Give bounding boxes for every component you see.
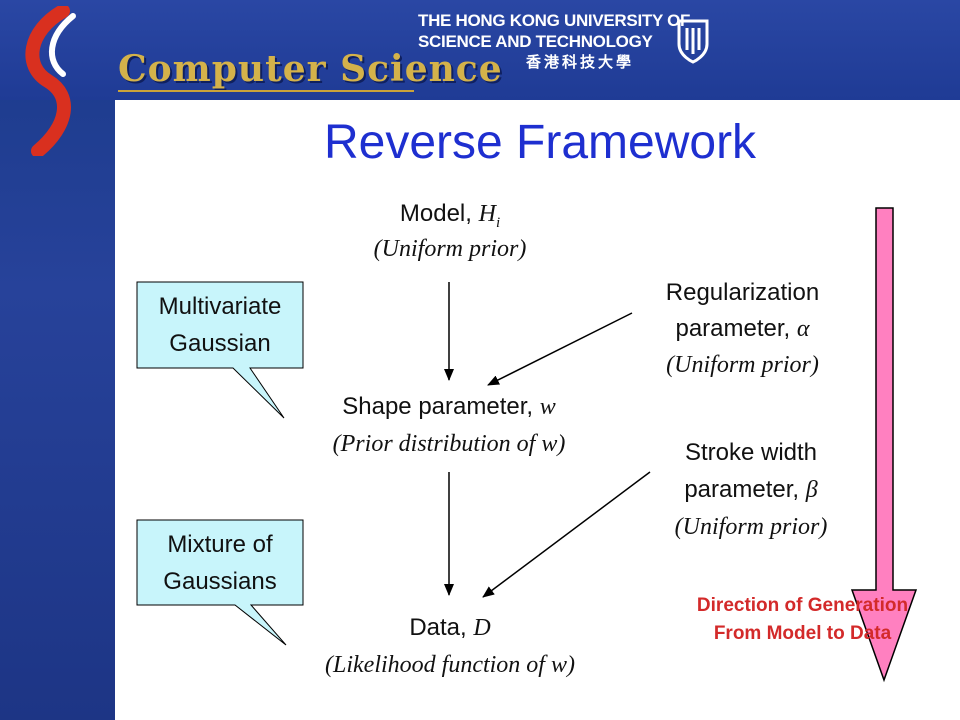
model-label-line: Model, Hi [320,200,580,232]
mixture-callout-text: Mixture of Gaussians [137,530,303,597]
model-prior: (Uniform prior) [320,236,580,263]
data-variable: D [473,615,490,641]
regularization-line-2: parameter, α [625,311,860,347]
stroke-line-1: Stroke width [635,434,867,471]
stroke-line-2: parameter, β [635,471,867,509]
alpha-symbol: α [797,316,810,342]
shape-variable: w [540,394,556,420]
data-node: Data, D (Likelihood function of w) [260,609,640,684]
direction-line-1: Direction of Generation [645,592,960,620]
stroke-prior: (Uniform prior) [635,509,867,546]
shape-label: Shape parameter, [342,393,539,420]
mixture-line-2: Gaussians [137,567,303,597]
multivariate-callout-text: Multivariate Gaussian [137,292,303,359]
beta-symbol: β [806,477,818,503]
regularization-node: Regularization parameter, α (Uniform pri… [625,275,860,383]
multivariate-line-2: Gaussian [137,329,303,359]
direction-line-2: From Model to Data [645,620,960,648]
regularization-line-1: Regularization [625,275,860,311]
regularization-to-shape-arrow [488,313,632,385]
model-label: Model, [400,200,479,227]
stroke-node: Stroke width parameter, β (Uniform prior… [635,434,867,546]
data-prior: (Likelihood function of w) [260,647,640,684]
regularization-label: parameter, [675,315,796,342]
stroke-to-data-arrow [483,472,650,597]
shape-node: Shape parameter, w (Prior distribution o… [270,388,628,463]
stroke-label: parameter, [684,476,805,503]
multivariate-line-1: Multivariate [137,292,303,322]
mixture-line-1: Mixture of [137,530,303,560]
data-label: Data, [409,614,473,641]
shape-label-line: Shape parameter, w [270,388,628,426]
data-label-line: Data, D [260,609,640,647]
regularization-prior: (Uniform prior) [625,347,860,383]
model-subscript: i [496,215,500,231]
shape-prior: (Prior distribution of w) [270,426,628,463]
model-variable: H [479,201,496,227]
model-node: Model, Hi (Uniform prior) [320,200,580,263]
direction-text: Direction of Generation From Model to Da… [645,592,960,648]
